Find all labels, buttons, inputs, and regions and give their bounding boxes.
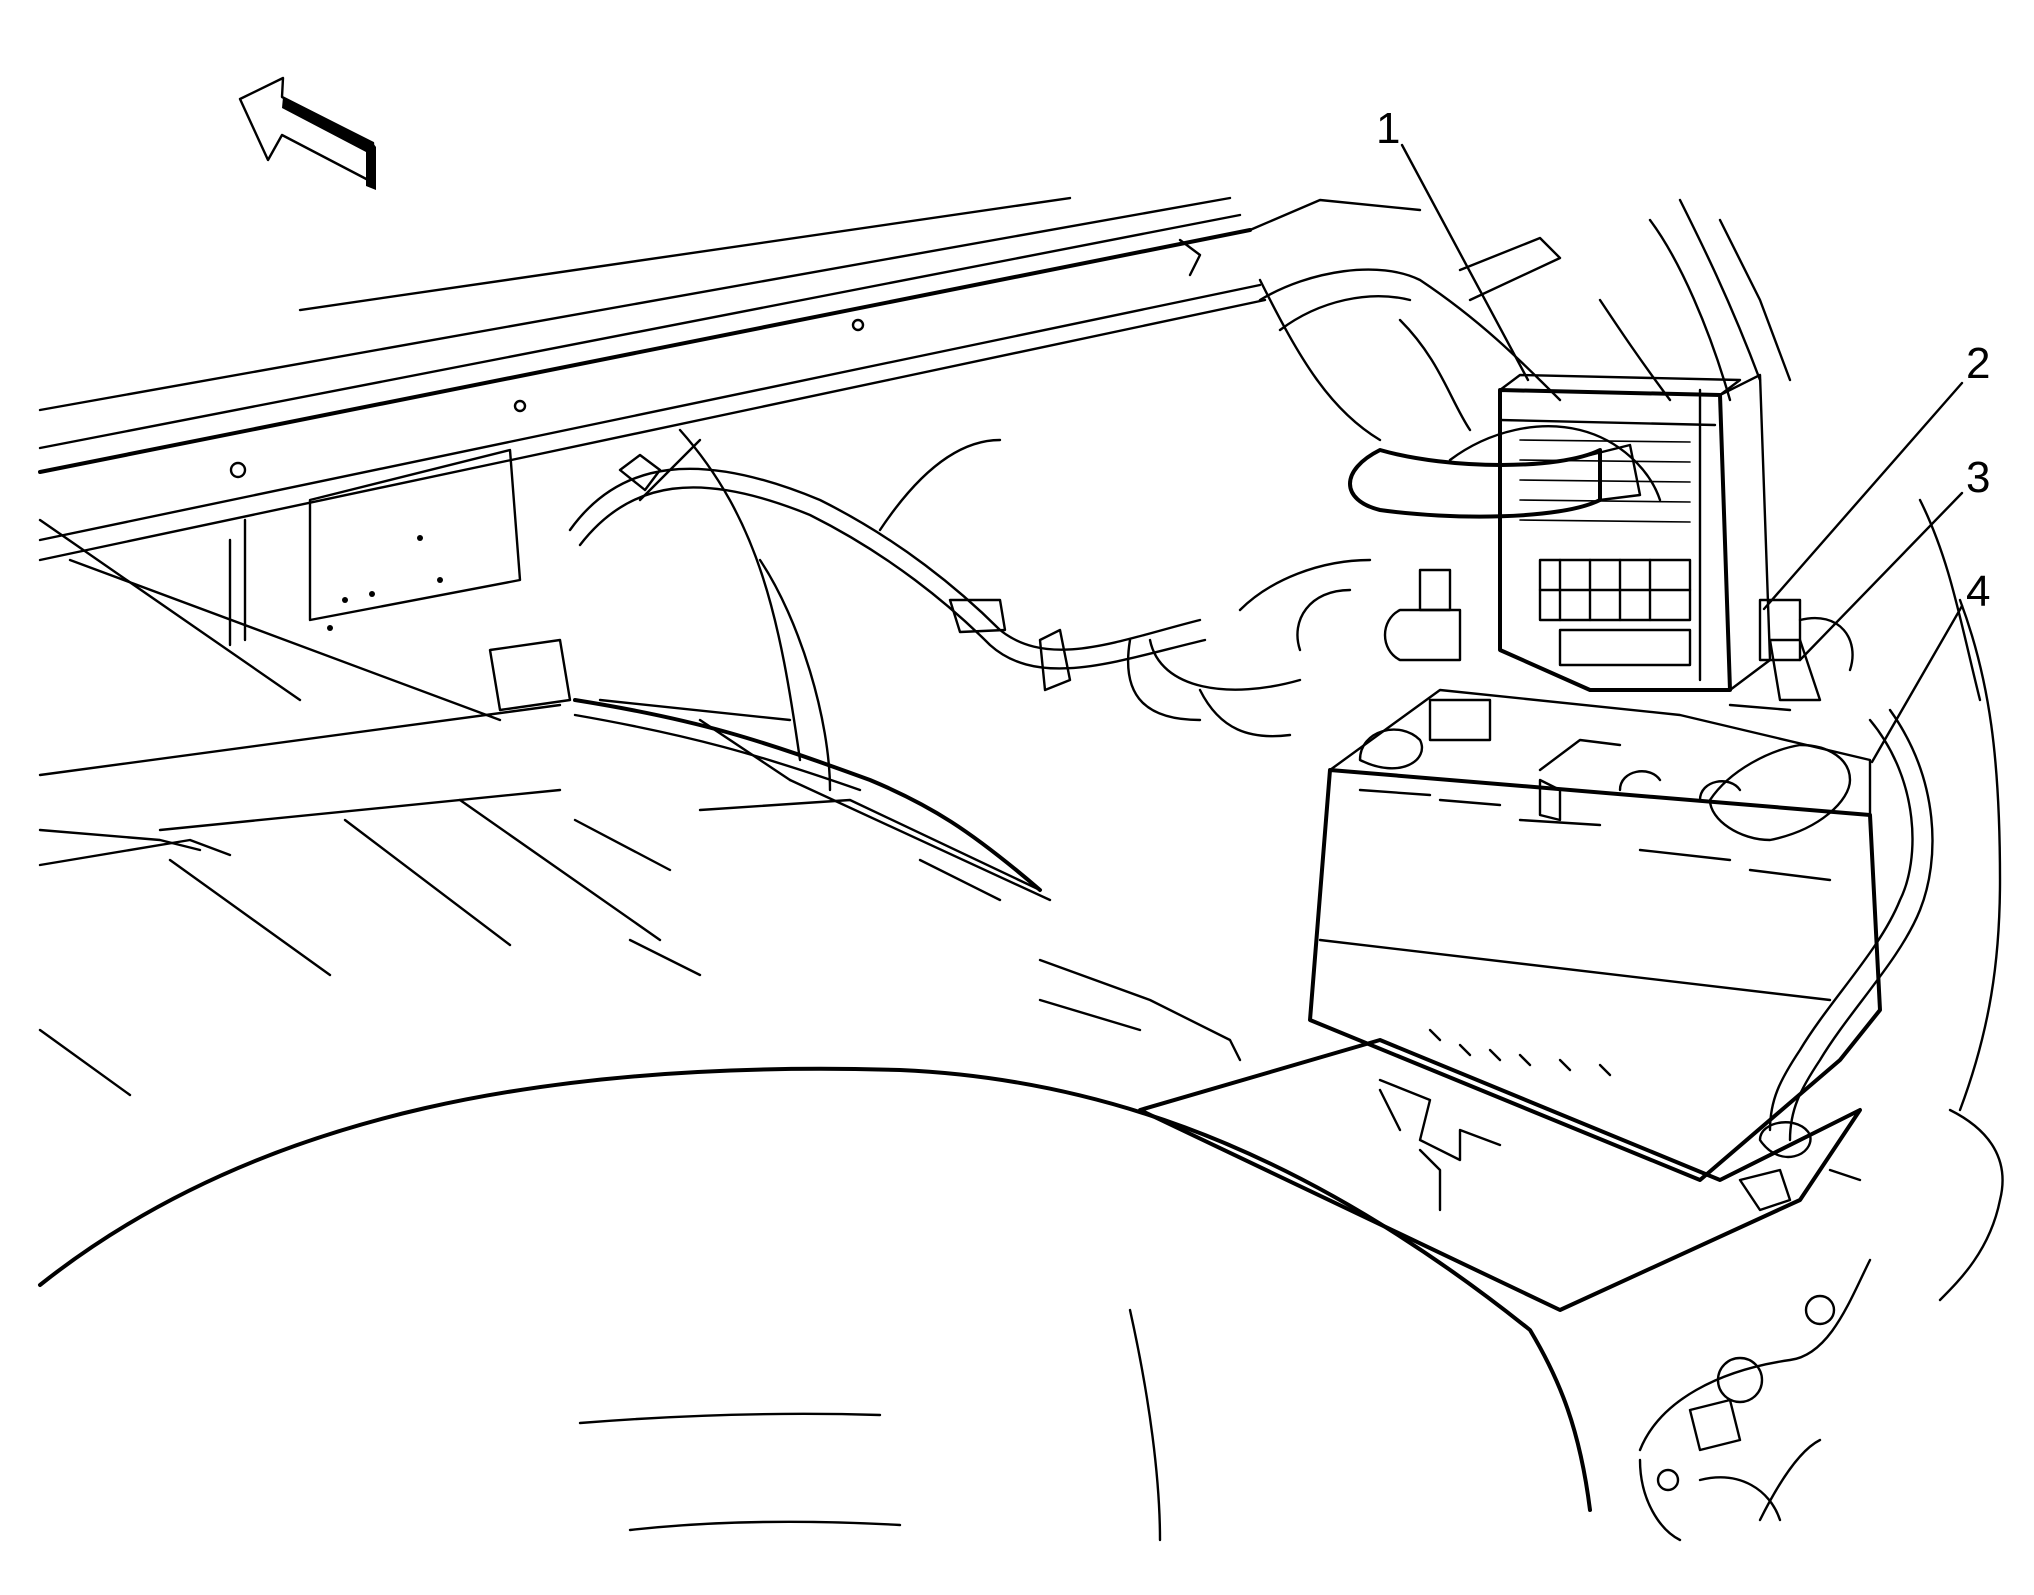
upper-rail [38, 196, 1422, 562]
callout-labels: 1 2 3 4 [1376, 104, 1990, 616]
left-wheelhouse [38, 1066, 1592, 1542]
inner-quarter-panel [573, 428, 1042, 892]
fuse-rows [1538, 558, 1692, 667]
leader-line-3 [1798, 491, 1964, 662]
ground-cable [1738, 708, 1934, 1212]
rear-tub [1258, 198, 1792, 502]
relay-connector [1296, 568, 1462, 662]
callout-4: 4 [1966, 567, 1990, 616]
battery-vent-holes [1428, 1028, 1612, 1077]
fuse-block [1348, 373, 1772, 692]
leader-line-1 [1400, 143, 1530, 382]
leader-line-2 [1762, 381, 1964, 611]
side-connector [1758, 598, 1854, 702]
callout-2: 2 [1966, 339, 1990, 388]
battery-tray [1138, 1038, 1862, 1312]
fuse-block-connector-grid [1519, 439, 1691, 523]
left-inner-panel [38, 448, 572, 722]
callout-leaders [1400, 143, 1964, 764]
callout-3: 3 [1966, 453, 1990, 502]
callout-1: 1 [1376, 104, 1400, 153]
trunk-floor [38, 698, 1242, 1097]
battery [1308, 688, 1882, 1182]
wire-harness-left [568, 438, 1372, 738]
direction-arrow-icon [238, 76, 376, 190]
rear-right-panel [1638, 498, 2004, 1542]
leader-line-4 [1870, 604, 1964, 764]
